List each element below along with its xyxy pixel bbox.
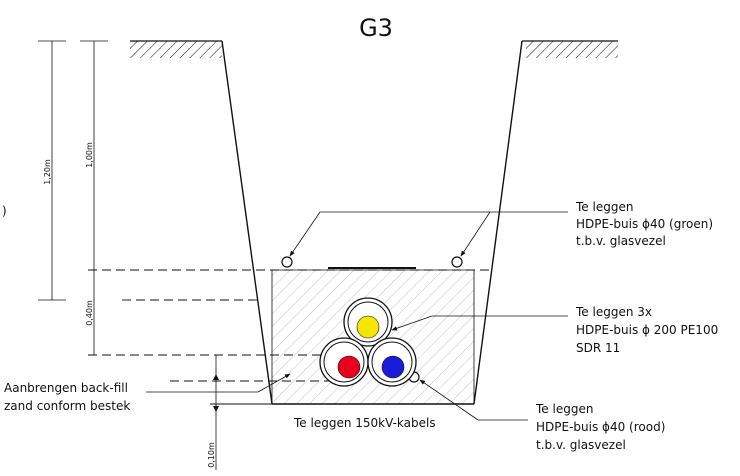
label-hdpe-main: Te leggen 3x HDPE-buis ϕ 200 PE100 SDR 1…: [575, 305, 718, 355]
svg-text:zand conform bestek: zand conform bestek: [4, 399, 130, 413]
ground-surface-left: [130, 40, 222, 58]
left-edge-mark: ): [2, 204, 7, 218]
svg-text:HDPE-buis ϕ 200 PE100: HDPE-buis ϕ 200 PE100: [576, 323, 718, 337]
label-cables: Te leggen 150kV-kabels: [293, 416, 436, 430]
svg-text:SDR 11: SDR 11: [576, 341, 620, 355]
svg-text:Aanbrengen back-fill: Aanbrengen back-fill: [4, 381, 128, 395]
ground-surface-right: [522, 40, 618, 58]
label-fiber-green: Te leggen HDPE-buis ϕ40 (groen) t.b.v. g…: [575, 200, 713, 248]
drawing-title: G3: [359, 14, 393, 42]
cable-red: [337, 355, 361, 379]
svg-text:0,40m: 0,40m: [85, 300, 94, 326]
svg-text:Te leggen: Te leggen: [535, 402, 593, 416]
leader-hdpe-main: [391, 315, 568, 331]
svg-text:1,20m: 1,20m: [43, 159, 52, 185]
trench-wall-right: [473, 40, 523, 405]
svg-text:HDPE-buis ϕ40 (groen): HDPE-buis ϕ40 (groen): [576, 217, 713, 231]
fiber-conduit-left: [281, 256, 293, 268]
svg-text:HDPE-buis ϕ40 (rood): HDPE-buis ϕ40 (rood): [536, 420, 665, 434]
trench-wall-left: [221, 40, 273, 405]
svg-text:t.b.v. glasvezel: t.b.v. glasvezel: [536, 438, 626, 452]
dimension-upper-depth: 1,00m: [80, 40, 108, 270]
dimension-bedding: 0,40m: [85, 270, 95, 355]
dimension-bottom: 0,10m: [207, 355, 219, 470]
svg-text:t.b.v. glasvezel: t.b.v. glasvezel: [576, 234, 666, 248]
fiber-conduit-right: [451, 256, 463, 268]
label-fiber-red: Te leggen HDPE-buis ϕ40 (rood) t.b.v. gl…: [535, 402, 665, 452]
svg-text:1,00m: 1,00m: [85, 142, 94, 168]
hdpe-conduit-top: [343, 297, 393, 347]
leader-backfill: [146, 373, 291, 393]
hdpe-conduit-left: [319, 337, 369, 387]
cable-yellow: [356, 315, 380, 339]
label-backfill: Aanbrengen back-fill zand conform bestek: [4, 381, 130, 413]
hdpe-conduit-right: [367, 337, 417, 387]
dimension-total-depth: 1,20m: [38, 40, 66, 301]
svg-text:Te leggen: Te leggen: [575, 200, 633, 214]
leader-fiber-red: [419, 379, 528, 421]
svg-text:0,10m: 0,10m: [207, 442, 216, 468]
leader-fiber-green: [289, 211, 568, 257]
svg-text:Te leggen 3x: Te leggen 3x: [575, 305, 652, 319]
cable-blue: [381, 355, 405, 379]
